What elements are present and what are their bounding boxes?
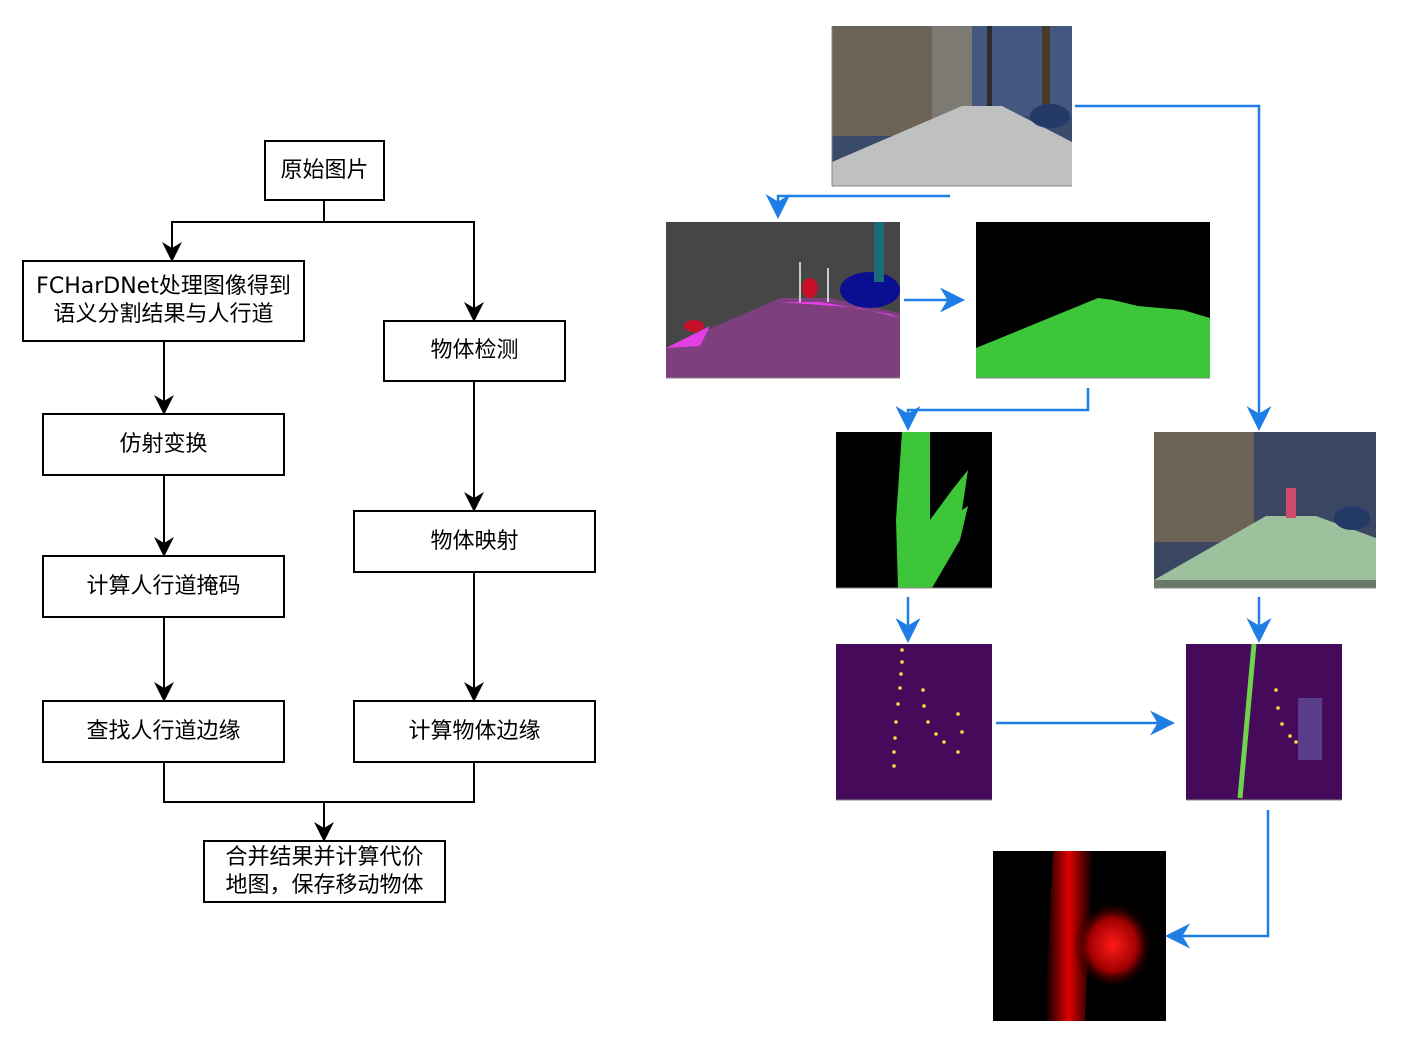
blue-arrow-8 (1165, 810, 1270, 949)
panel-semantic-segmentation (666, 222, 900, 379)
panel-original-photo (831, 26, 1072, 187)
box-segmentation: FCHarDNet处理图像得到 语义分割结果与人行道 (22, 260, 305, 342)
panel-cost-map (993, 851, 1166, 1021)
box-original-image: 原始图片 (264, 140, 385, 201)
box-affine-transform: 仿射变换 (42, 413, 285, 476)
panel-detection-overlay (1154, 432, 1376, 589)
blue-arrow-3 (1075, 104, 1272, 431)
box-sidewalk-mask: 计算人行道掩码 (42, 555, 285, 618)
arrow-start-split (162, 200, 325, 262)
panel-sidewalk-mask (976, 222, 1210, 379)
box-object-detection: 物体检测 (383, 320, 566, 382)
panel-sidewalk-edge-plot (836, 644, 992, 801)
panel-birdseye-mask (836, 432, 992, 589)
arrow-start-to-detection (324, 221, 484, 322)
box-object-edge: 计算物体边缘 (353, 700, 596, 763)
panel-combined-edge-plot (1186, 643, 1342, 801)
box-sidewalk-edge: 查找人行道边缘 (42, 700, 285, 763)
arrow-edges-to-merge (163, 762, 475, 803)
blue-arrow-1 (765, 194, 950, 219)
blue-arrow-4 (895, 388, 1090, 431)
box-object-mapping: 物体映射 (353, 510, 596, 573)
box-merge-costmap: 合并结果并计算代价 地图，保存移动物体 (203, 840, 446, 903)
